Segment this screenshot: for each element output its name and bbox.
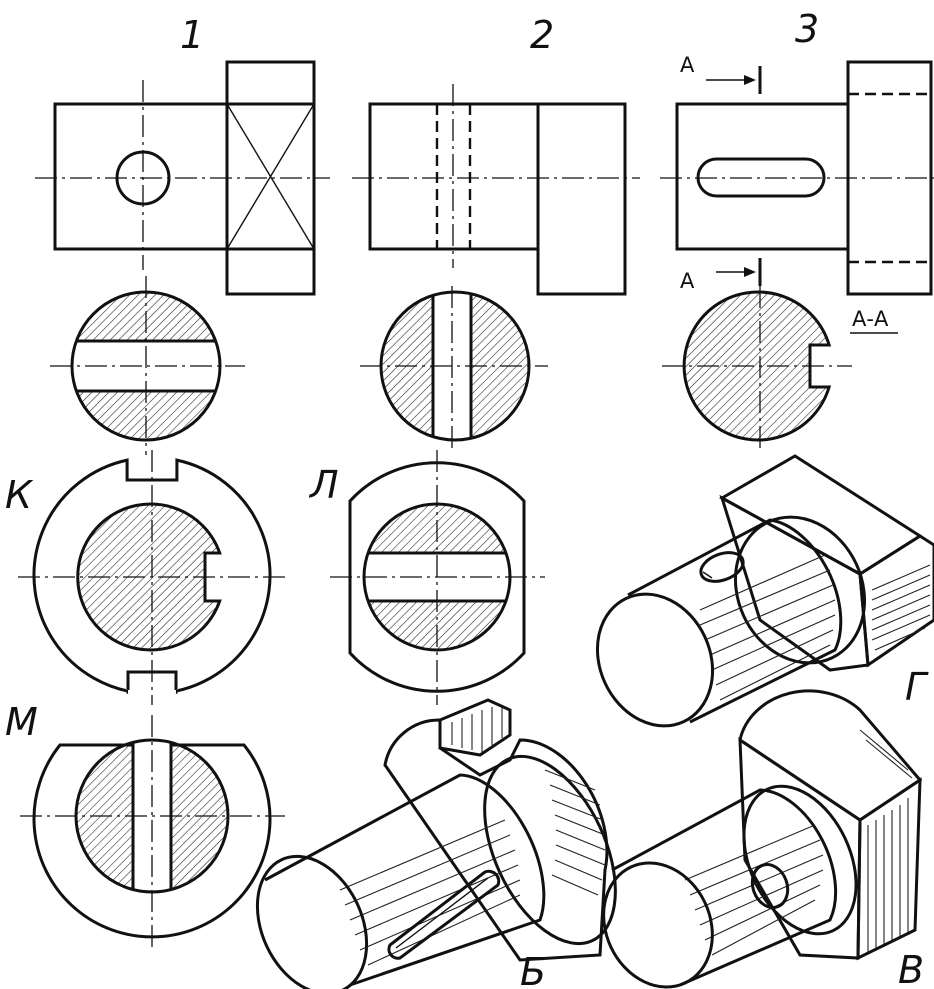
section-mark-bottom: А <box>680 269 695 293</box>
section-mark-top: А <box>680 53 695 77</box>
section-view-2 <box>360 286 548 452</box>
section-view-m <box>20 715 285 952</box>
section-label-k: К <box>5 473 34 517</box>
isometric-view-b <box>255 698 617 989</box>
section-label-l: Л <box>308 463 339 507</box>
section-label-m: М <box>5 700 38 744</box>
front-view-2 <box>352 84 640 296</box>
section-view-k <box>18 450 285 705</box>
view-number-1: 1 <box>180 13 204 57</box>
section-view-3 <box>662 286 852 452</box>
isometric-view-v <box>602 689 923 989</box>
section-title: А-А <box>852 307 889 331</box>
front-view-3 <box>660 60 934 296</box>
section-view-l <box>330 450 545 705</box>
section-view-1 <box>50 276 245 455</box>
view-number-2: 2 <box>530 13 554 57</box>
view-number-3: 3 <box>795 7 819 51</box>
isometric-label-v: В <box>898 948 924 989</box>
isometric-view-g <box>595 454 934 728</box>
isometric-label-g: Г <box>905 665 929 709</box>
isometric-label-b: Б <box>520 950 546 989</box>
front-view-1 <box>35 60 330 296</box>
